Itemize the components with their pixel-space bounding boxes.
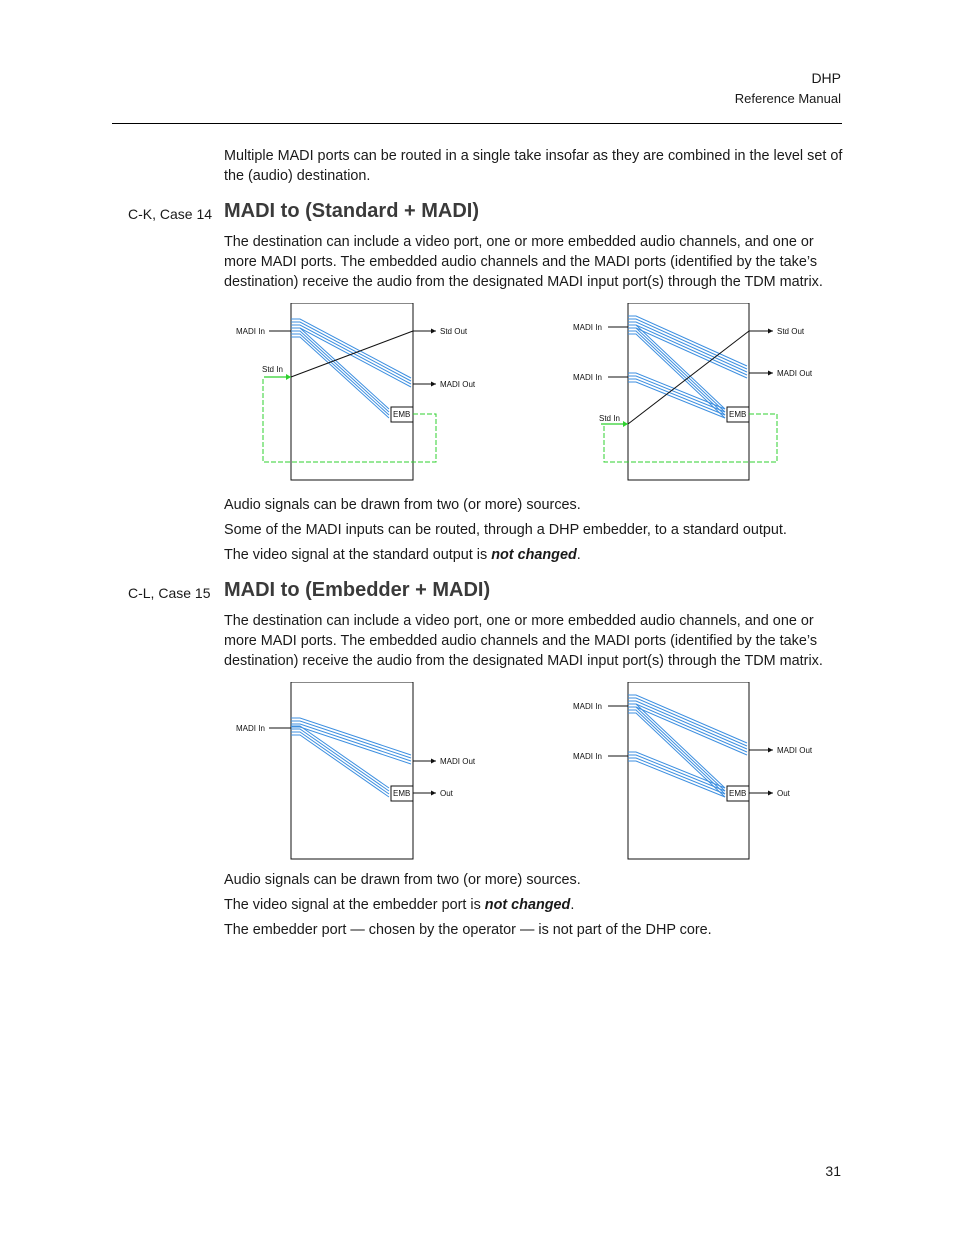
section-k-description: The destination can include a video port… [224,234,823,290]
section-l-description: The destination can include a video port… [224,613,823,669]
diagram-l-left: MADI In MADI Out Out EMB [236,682,476,860]
label-std-in: Std In [599,414,620,423]
diagram-k-right: MADI In MADI In Std In Std Out MADI Out … [573,303,813,481]
label-madi-out: MADI Out [440,757,476,766]
label-madi-out: MADI Out [777,369,813,378]
header-rule [112,123,842,124]
section-title-l: MADI to (Embedder + MADI) [224,579,491,601]
intro-paragraph: Multiple MADI ports can be routed in a s… [224,148,843,184]
label-emb: EMB [729,789,746,798]
label-madi-in-2: MADI In [573,752,602,761]
page-number: 31 [825,1163,841,1179]
section-title-k: MADI to (Standard + MADI) [224,200,479,222]
label-emb: EMB [393,410,410,419]
label-out: Out [440,789,454,798]
case-label-k: C-K, Case 14 [128,206,213,222]
label-std-in: Std In [262,365,283,374]
label-madi-in-1: MADI In [573,323,602,332]
label-out: Out [777,789,791,798]
label-std-out: Std Out [440,327,468,336]
label-madi-in: MADI In [236,724,265,733]
diagram-k-left: MADI In Std In Std Out MADI Out EMB [236,303,476,481]
label-madi-out: MADI Out [440,380,476,389]
label-madi-out: MADI Out [777,746,813,755]
label-emb: EMB [729,410,746,419]
section-k-note-3: The video signal at the standard output … [224,547,581,563]
case-label-l: C-L, Case 15 [128,585,211,601]
section-l-note-1: Audio signals can be drawn from two (or … [224,872,581,888]
emphasis-not-changed: not changed [491,547,577,563]
diagram-case-14: MADI In Std In Std Out MADI Out EMB MADI… [224,303,844,483]
section-l-note-3: The embedder port — chosen by the operat… [224,922,712,938]
label-madi-in: MADI In [236,327,265,336]
label-std-out: Std Out [777,327,805,336]
header-subtitle: Reference Manual [734,91,841,106]
header-title: DHP [811,70,841,86]
section-k-note-1: Audio signals can be drawn from two (or … [224,497,581,513]
diagram-case-15: MADI In MADI Out Out EMB MADI In MADI In… [224,682,844,862]
diagram-l-right: MADI In MADI In MADI Out Out EMB [573,682,813,860]
label-emb: EMB [393,789,410,798]
section-k-note-2: Some of the MADI inputs can be routed, t… [224,522,787,538]
emphasis-not-changed: not changed [484,897,571,913]
label-madi-in-2: MADI In [573,373,602,382]
label-madi-in-1: MADI In [573,702,602,711]
section-l-note-2: The video signal at the embedder port is… [224,897,575,913]
